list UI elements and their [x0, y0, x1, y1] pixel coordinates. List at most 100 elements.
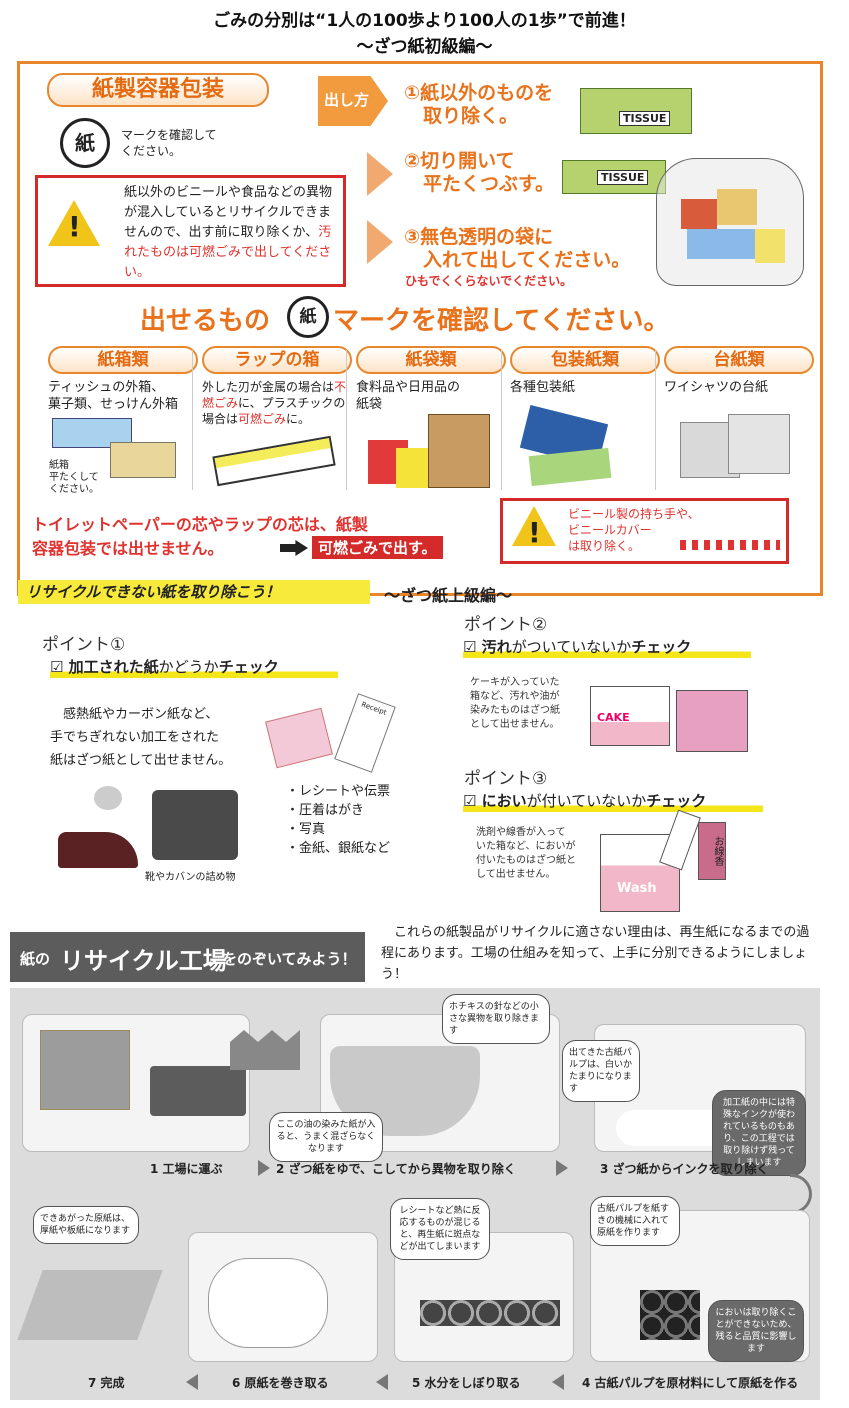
- factory-heading: 紙の リサイクル工場 をのぞいてみよう！: [10, 932, 365, 982]
- page-title: ごみの分別は“1人の100歩より100人の1歩”で前進！: [213, 11, 636, 31]
- process-arrow: [258, 1160, 270, 1176]
- step-3-note: ひもでくくらないでください。: [405, 274, 573, 288]
- badge-paper-container: 紙製容器包装: [47, 73, 269, 107]
- list-item: ・写真: [286, 822, 326, 837]
- category-name: 包装紙類: [510, 346, 660, 374]
- step-label-1: 1 工場に運ぶ: [150, 1162, 223, 1176]
- step-3: ③無色透明の袋に 入れて出してください。: [404, 226, 631, 271]
- check-c: チェック: [646, 792, 707, 810]
- point-1-body: 感熱紙やカーボン紙など、 手でちぎれない加工をされた 紙はざつ紙として出せません…: [50, 707, 232, 768]
- factory-intro: これらの紙製品がリサイクルに適さない理由は、再生紙になるまでの過程にあります。工…: [381, 925, 810, 982]
- divider: [655, 350, 656, 490]
- category-name: 紙袋類: [356, 346, 506, 374]
- category-mount: 台紙類 ワイシャツの台紙: [664, 346, 814, 396]
- category-wrap-box: ラップの箱 外した刃が金属の場合は不燃ごみに、プラスチックの場合は可燃ごみに。: [202, 346, 352, 427]
- crumpled-paper-illustration: [94, 786, 122, 810]
- category-desc: ティッシュの外箱、 菓子類、せっけん外箱: [48, 380, 179, 412]
- point-2-title: ポイント②: [464, 615, 548, 635]
- cake-label: CAKE: [597, 711, 630, 724]
- warning-icon: [48, 200, 100, 246]
- banner-suffix: マークを確認してください。: [333, 306, 670, 336]
- warning-text: 紙以外のビニールや食品などの異物が混入しているとリサイクルできませんので、出す前…: [124, 183, 338, 283]
- process-arrow: [556, 1160, 568, 1176]
- paper-bag-icon: [428, 414, 490, 488]
- factory-heading-a: 紙の: [20, 950, 51, 968]
- category-wrapping-paper: 包装紙類 各種包装紙: [510, 346, 660, 396]
- step-3-arrow: [367, 220, 393, 264]
- point-2-body: ケーキが入っていた 箱など、汚れや油が 染みたものはざつ紙 として出せません。: [470, 677, 560, 730]
- list-item: ・金紙、銀紙など: [286, 841, 391, 856]
- checkered-bag-illustration: [680, 540, 780, 550]
- warning-icon: [512, 506, 556, 549]
- machine-illustration: [640, 1290, 700, 1340]
- how-tag: 出し方: [324, 91, 370, 109]
- cake-box-illustration: CAKE: [590, 686, 670, 746]
- bubble-3: 出てきた古紙パルプは、白いかたまりになります: [562, 1040, 640, 1102]
- process-arrow: [186, 1374, 198, 1390]
- check-c: チェック: [631, 638, 692, 656]
- incense-label: お線香: [698, 822, 726, 880]
- category-sub: 紙箱 平たくして ください。: [49, 460, 99, 495]
- point-3-check: ☑ においが付いていないかチェック: [463, 790, 763, 812]
- tissue-box-icon: TISSUE: [580, 88, 692, 134]
- step-label-5: 5 水分をしぼり取る: [412, 1376, 521, 1390]
- point-3-body: 洗剤や線香が入って いた箱など、においが 付いたものはざつ紙と して出せません。: [476, 827, 576, 880]
- bubble-5: 古紙パルプを紙すきの機械に入れて原紙を作ります: [590, 1196, 680, 1246]
- trash-bag-icon: [656, 158, 804, 286]
- desc-d: 可燃ごみ: [238, 412, 287, 426]
- bubble-8: できあがった原紙は、厚紙や板紙になります: [33, 1206, 139, 1244]
- advanced-sub: ～ざつ紙上級編～: [384, 586, 513, 605]
- point-3-title: ポイント③: [464, 769, 548, 789]
- process-arrow: [552, 1374, 564, 1390]
- flat-tissue-box-icon: TISSUE: [562, 160, 666, 194]
- process-arrow: [376, 1374, 388, 1390]
- bubble-1: ホチキスの針などの小さな異物を取り除きます: [442, 994, 550, 1044]
- banner-paper-mark-icon: 紙: [287, 296, 329, 338]
- paper-roll-illustration: [208, 1258, 328, 1348]
- step-label-7: 7 完成: [88, 1376, 125, 1390]
- paper-mark-icon: 紙: [60, 118, 110, 168]
- point-2-check: ☑ 汚れがついていないかチェック: [463, 636, 751, 658]
- shirt-mount-illustration: [728, 414, 790, 474]
- step-label-4: 4 古紙パルプを原材料にして原紙を作る: [582, 1376, 799, 1390]
- point-1-list: ・レシートや伝票 ・圧着はがき ・写真 ・金紙、銀紙など: [286, 782, 390, 858]
- factory-heading-b: リサイクル工場: [60, 947, 227, 975]
- shoe-illustration: [58, 832, 138, 868]
- arrow-icon: [280, 540, 308, 556]
- factory-heading-c: をのぞいてみよう！: [222, 950, 357, 968]
- step-label-2: 2 ざつ紙をゆで、こしてから異物を取り除く: [276, 1162, 516, 1176]
- desc-e: に。: [286, 412, 311, 426]
- check-a: ☑ におい: [463, 792, 527, 810]
- check-c: チェック: [218, 658, 279, 676]
- check-b: が付いていないか: [526, 792, 647, 810]
- list-item: ・レシートや伝票: [286, 784, 391, 799]
- step-1: ①紙以外のものを 取り除く。: [404, 82, 554, 127]
- wash-label: Wash: [617, 881, 657, 896]
- check-a: ☑ 汚れ: [463, 638, 512, 656]
- warning-main: 紙以外のビニールや食品などの異物が混入しているとリサイクルできませんので、出す前…: [124, 185, 333, 240]
- desc-a: 外した刃が金属の場合は: [202, 380, 335, 394]
- list-item: ・圧着はがき: [286, 803, 365, 818]
- bubble-6: においは取り除くことができないため、残ると品質に影響します: [708, 1300, 804, 1362]
- category-desc: 食料品や日用品の 紙袋: [356, 380, 461, 412]
- desc-b: 不燃ごみ: [202, 380, 347, 410]
- desc-c: に、プラスチックの場合は: [202, 396, 346, 426]
- point-1-title: ポイント①: [42, 635, 126, 655]
- step-label-6: 6 原紙を巻き取る: [232, 1376, 329, 1390]
- divider: [501, 350, 502, 490]
- point-1-check: ☑ 加工された紙かどうかチェック: [50, 656, 338, 678]
- rollers-illustration: [420, 1300, 560, 1326]
- mark-note: マークを確認して ください。: [121, 128, 217, 158]
- category-desc: ワイシャツの台紙: [664, 380, 769, 395]
- divider: [346, 350, 347, 490]
- combustible-box: 可燃ごみで出す。: [312, 536, 443, 559]
- banner-prefix: 出せるもの: [140, 306, 271, 336]
- handle-notice: ビニール製の持ち手や、 ビニールカバー は取り除く。: [568, 507, 700, 553]
- flat-box-illustration: [110, 442, 176, 478]
- step-2-arrow: [367, 152, 393, 196]
- advanced-heading: リサイクルできない紙を取り除こう！: [18, 580, 370, 604]
- check-a: ☑ 加工された紙: [50, 658, 159, 676]
- receipt-illustration: Receipt: [334, 693, 396, 773]
- category-name: 紙箱類: [48, 346, 198, 374]
- truck-illustration: [150, 1066, 246, 1116]
